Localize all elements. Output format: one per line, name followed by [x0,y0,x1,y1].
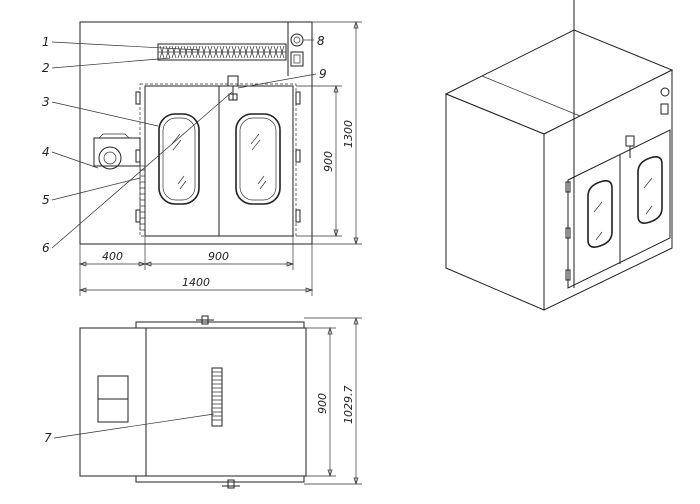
callout-7: 7 [44,431,52,445]
top-vent [211,367,223,427]
dim-door-height: 900 [322,151,335,172]
top-view: 7 900 1029.7 [44,315,362,489]
top-view-handles [196,315,240,489]
callout-5: 5 [42,193,50,207]
iso-hinges [565,181,571,281]
iso-door-window-right [637,156,663,224]
dim-total-height: 1300 [342,120,355,148]
door-window-left [158,113,200,205]
door-window-right [235,113,281,205]
callout-1: 1 [42,35,50,49]
callout-6: 6 [42,241,50,255]
front-view: 1 2 3 4 5 6 8 9 400 900 1400 [42,20,362,296]
callout-9: 9 [319,67,327,81]
iso-front-face [543,69,673,311]
top-vertical-dimensions [304,316,362,486]
isometric-view [444,0,674,311]
iso-gauge-icon [660,87,670,97]
air-shower-strip [139,165,146,231]
front-callout-leaders [51,39,317,249]
door-interlock-icon [227,75,239,101]
side-fan-unit [93,133,141,170]
dim-top-total-depth: 1029.7 [342,386,355,425]
dim-door-width: 900 [208,250,229,263]
iso-interlock-icon [625,135,635,158]
switch-panel-icon [290,51,304,67]
callout-3: 3 [42,95,50,109]
dim-left-section: 400 [102,250,123,263]
callout-4: 4 [42,145,50,159]
vertical-dimensions [296,20,362,246]
top-view-body-outline [79,327,307,477]
callout-2: 2 [42,61,50,75]
iso-switch-icon [660,103,669,115]
filter-grille [157,43,287,61]
door-hinges [135,91,301,223]
dim-total-width: 1400 [182,276,210,289]
dim-top-door-depth: 900 [316,393,329,414]
pressure-gauge-icon [290,33,304,47]
callout-8: 8 [317,34,325,48]
iso-door-window-left [587,180,613,248]
horizontal-dimensions [78,236,314,296]
front-view-body-outline [79,21,313,245]
